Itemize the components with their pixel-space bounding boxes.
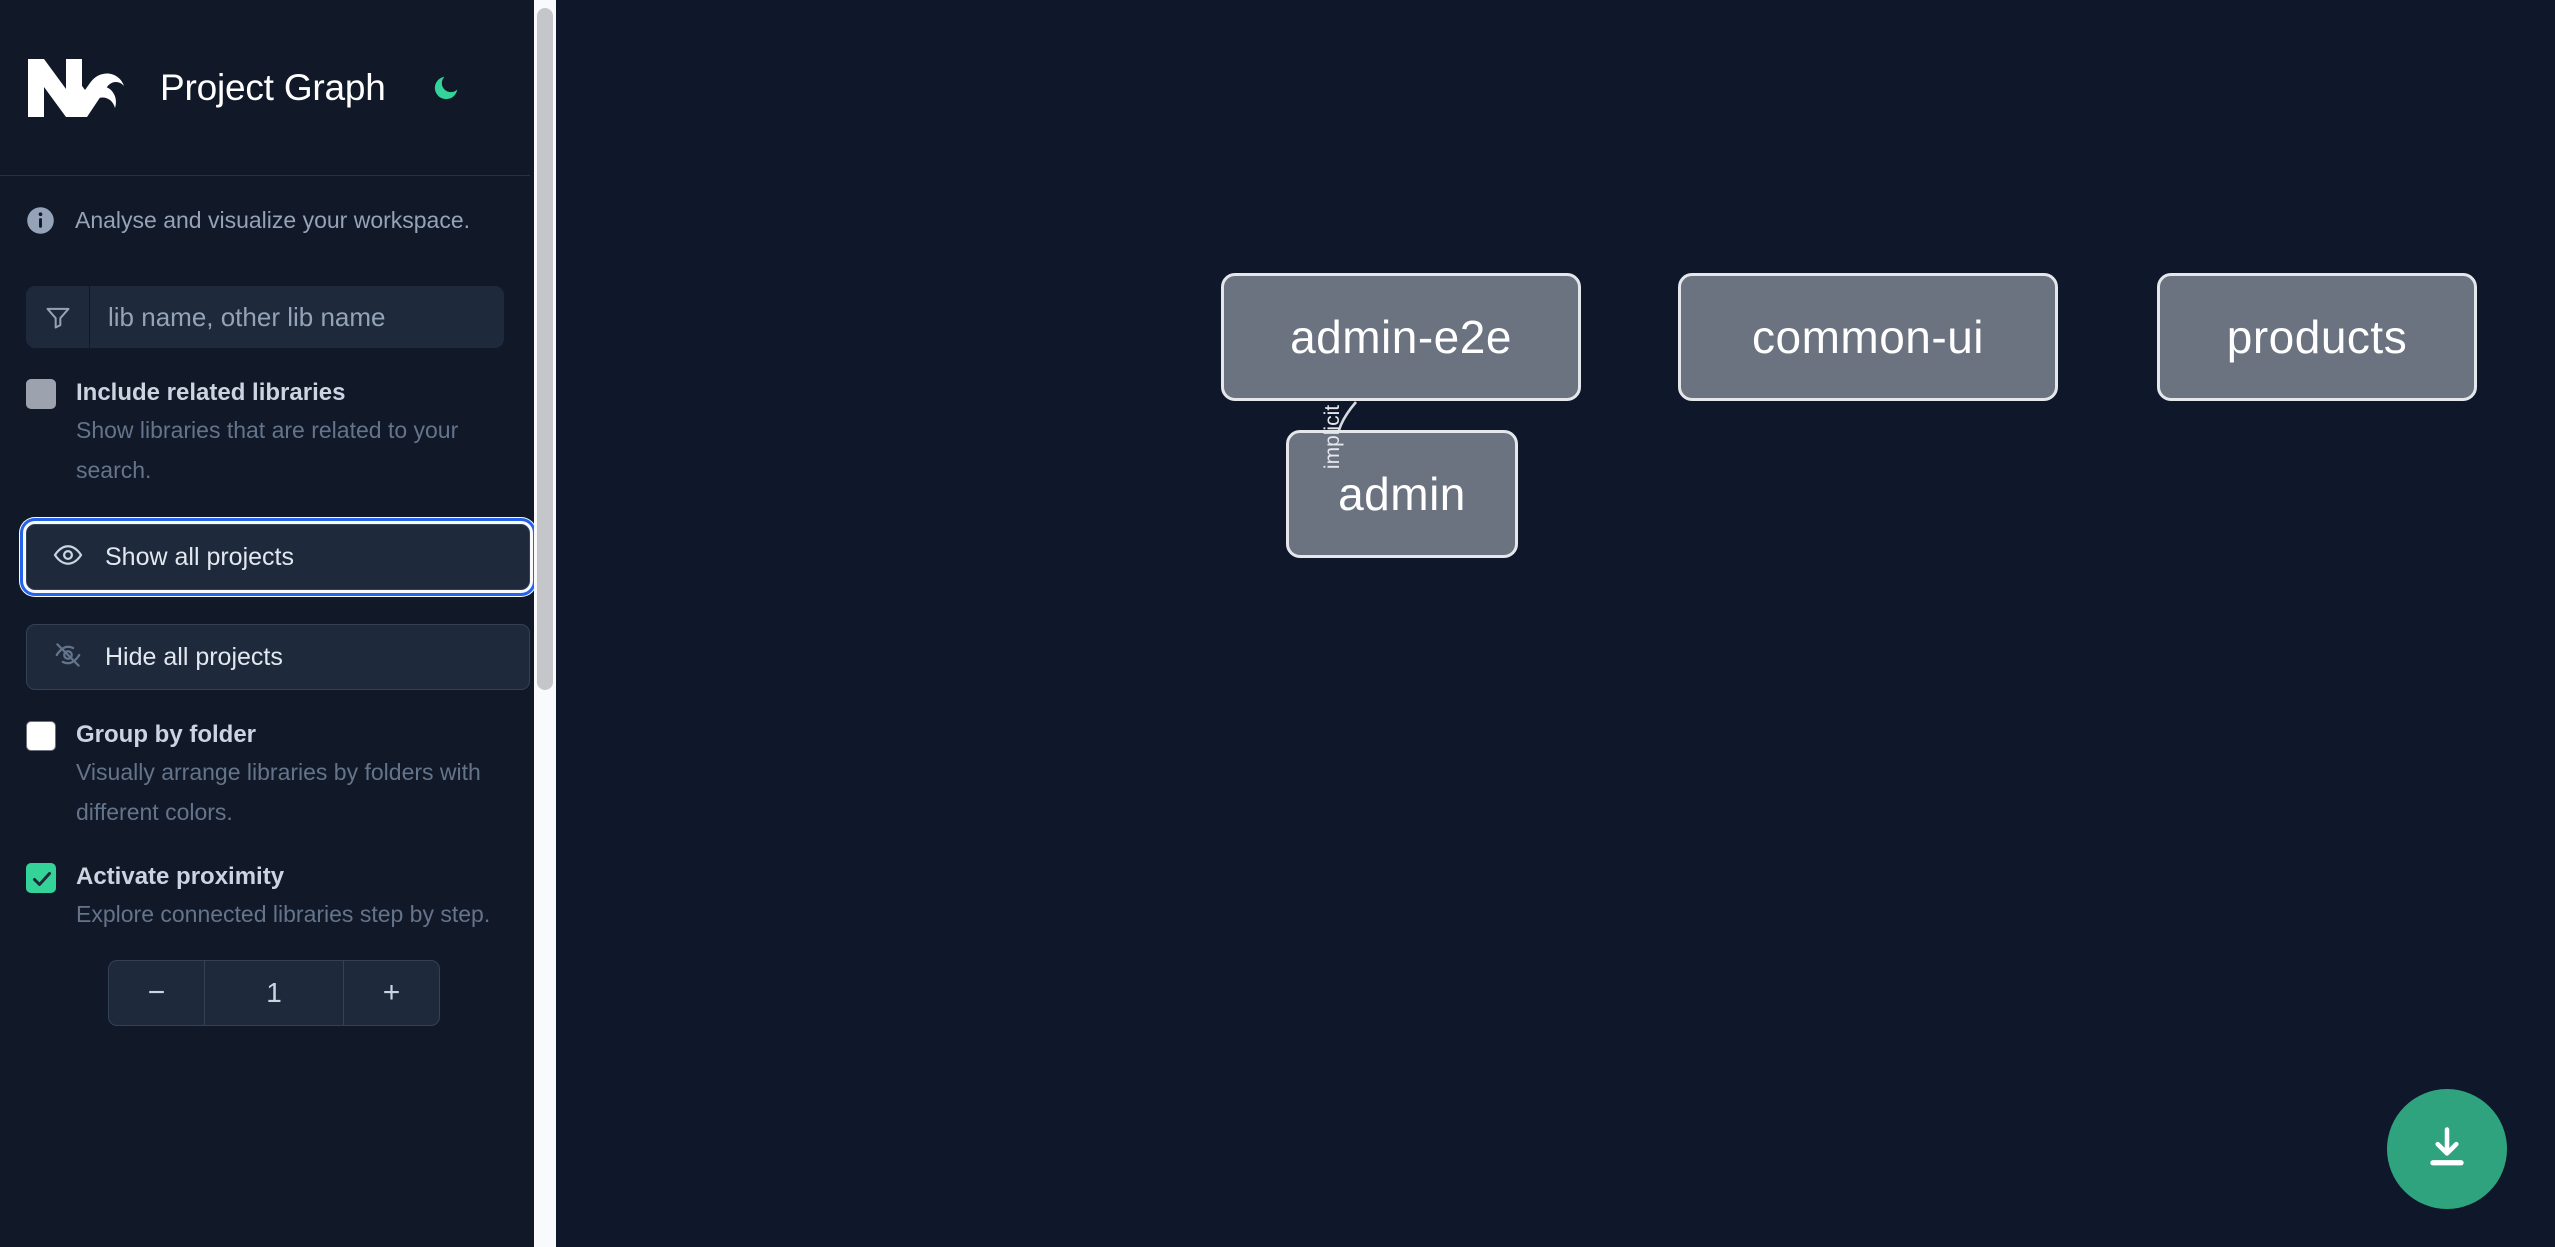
filter-field bbox=[26, 286, 504, 348]
page-title: Project Graph bbox=[160, 66, 386, 108]
show-all-projects-label: Show all projects bbox=[105, 542, 294, 571]
option-group-by-folder[interactable]: Group by folder Visually arrange librari… bbox=[0, 718, 530, 832]
eye-off-icon bbox=[53, 640, 83, 675]
sidebar-header: Project Graph bbox=[0, 0, 530, 176]
activate-proximity-checkbox[interactable] bbox=[26, 863, 56, 893]
graph-node-label: products bbox=[2226, 311, 2408, 363]
proximity-value: 1 bbox=[266, 977, 282, 1008]
graph-node-label: common-ui bbox=[1751, 311, 1984, 363]
option-activate-proximity[interactable]: Activate proximity Explore connected lib… bbox=[0, 860, 530, 934]
option-description: Explore connected libraries step by step… bbox=[76, 901, 491, 927]
graph-node-common-ui[interactable]: common-ui bbox=[1678, 273, 2058, 401]
nx-logo-icon bbox=[26, 57, 124, 119]
download-image-button[interactable] bbox=[2387, 1089, 2507, 1209]
proximity-increment-button[interactable]: + bbox=[343, 961, 439, 1025]
info-icon bbox=[26, 206, 55, 235]
option-title: Activate proximity bbox=[76, 863, 285, 890]
filter-icon bbox=[26, 286, 90, 348]
option-description: Visually arrange libraries by folders wi… bbox=[76, 759, 481, 825]
option-description: Show libraries that are related to your … bbox=[76, 417, 459, 483]
workspace-description: Analyse and visualize your workspace. bbox=[0, 176, 530, 264]
hide-all-projects-button[interactable]: Hide all projects bbox=[26, 624, 530, 690]
graph-edges bbox=[1335, 401, 1365, 523]
proximity-decrement-button[interactable]: − bbox=[109, 961, 205, 1025]
sidebar: Project Graph Analyse and visualize yo bbox=[0, 0, 556, 1247]
group-by-folder-checkbox[interactable] bbox=[26, 721, 56, 751]
graph-canvas[interactable]: admin-e2e common-ui products store-e2e a… bbox=[556, 0, 2555, 1247]
option-include-related-libraries[interactable]: Include related libraries Show libraries… bbox=[0, 376, 530, 490]
eye-icon bbox=[53, 540, 83, 575]
graph-node-label: admin bbox=[1338, 468, 1466, 520]
show-all-projects-button[interactable]: Show all projects bbox=[20, 518, 536, 596]
include-related-libraries-checkbox[interactable] bbox=[26, 379, 56, 409]
graph-node-admin[interactable]: admin bbox=[1286, 430, 1518, 558]
hide-all-projects-label: Hide all projects bbox=[105, 642, 283, 671]
option-title: Include related libraries bbox=[76, 379, 346, 406]
sidebar-scrollbar-thumb[interactable] bbox=[537, 8, 553, 690]
proximity-stepper: − 1 + bbox=[108, 960, 440, 1026]
sidebar-scrollbar-track[interactable] bbox=[534, 0, 556, 1247]
search-input[interactable] bbox=[90, 286, 504, 348]
option-title: Group by folder bbox=[76, 721, 256, 748]
graph-node-admin-e2e[interactable]: admin-e2e bbox=[1221, 273, 1581, 401]
graph-node-products[interactable]: products bbox=[2157, 273, 2477, 401]
workspace-description-text: Analyse and visualize your workspace. bbox=[75, 206, 471, 233]
graph-node-label: admin-e2e bbox=[1290, 311, 1512, 363]
sidebar-content: Project Graph Analyse and visualize yo bbox=[0, 0, 536, 1247]
download-icon bbox=[2421, 1122, 2473, 1177]
moon-icon[interactable] bbox=[426, 68, 466, 108]
